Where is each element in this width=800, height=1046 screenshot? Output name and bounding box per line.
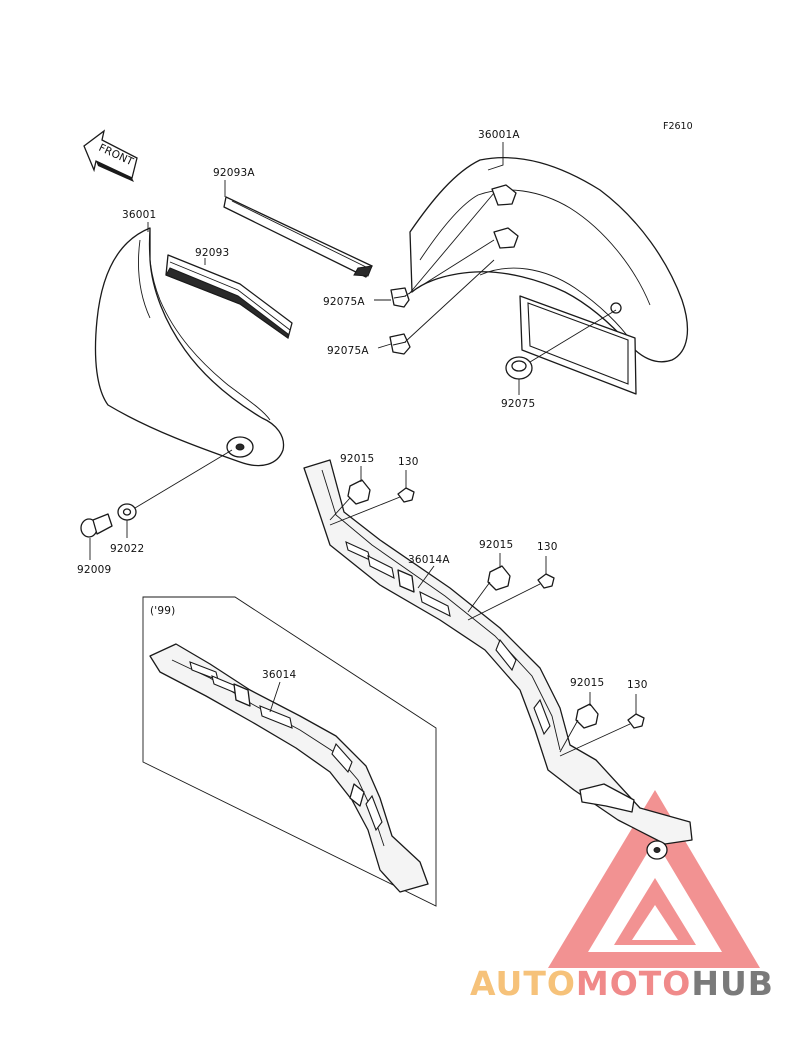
label-92022: 92022 [110, 543, 144, 555]
watermark-auto: AUTO [470, 964, 576, 1003]
bolt-130-2 [537, 573, 555, 589]
label-92075A-upper: 92075A [323, 296, 365, 308]
bracket-36014A [303, 459, 693, 860]
nut-92015-3 [575, 703, 599, 729]
nut-92015-1 [347, 479, 371, 505]
label-130-3: 130 [627, 679, 648, 691]
label-92093A: 92093A [213, 167, 255, 179]
watermark-moto: MOTO [576, 964, 691, 1003]
clip-92075A-lower [389, 333, 411, 355]
bolt-130-3 [627, 713, 645, 729]
label-36001: 36001 [122, 209, 156, 221]
label-year-99: ('99) [150, 605, 175, 617]
label-92093: 92093 [195, 247, 229, 259]
year-99-inset [142, 596, 437, 907]
side-cover-right [409, 157, 689, 395]
watermark-hub: HUB [691, 964, 774, 1003]
label-36014: 36014 [262, 669, 297, 681]
label-92075A-lower: 92075A [327, 345, 369, 357]
label-36014A: 36014A [408, 554, 450, 566]
label-92075: 92075 [501, 398, 535, 410]
bolt-130-1 [397, 487, 415, 503]
label-92015-3: 92015 [570, 677, 604, 689]
side-cover-left [94, 227, 285, 467]
label-36001A: 36001A [478, 129, 520, 141]
washer-92022 [117, 503, 137, 521]
nut-92015-2 [487, 565, 511, 591]
label-130-1: 130 [398, 456, 419, 468]
watermark-brand: AUTOMOTOHUB [470, 964, 774, 1003]
label-92015-1: 92015 [340, 453, 374, 465]
seal-strip-92093 [165, 254, 293, 339]
bracket-36014 [149, 643, 429, 893]
label-130-2: 130 [537, 541, 558, 553]
clip-92075A-upper [390, 287, 410, 308]
label-92015-2: 92015 [479, 539, 513, 551]
seal-strip-92093A [223, 196, 373, 278]
svg-text:AUTOMOTOHUB: AUTOMOTOHUB [470, 964, 774, 1003]
watermark-triangle-logo [548, 790, 760, 968]
screw-92009 [80, 513, 113, 538]
figure-code: F2610 [663, 121, 693, 132]
leader-lines [89, 142, 637, 757]
grommet-92075 [505, 356, 533, 380]
label-92009: 92009 [77, 564, 111, 576]
front-arrow-icon: FRONT [83, 129, 138, 182]
